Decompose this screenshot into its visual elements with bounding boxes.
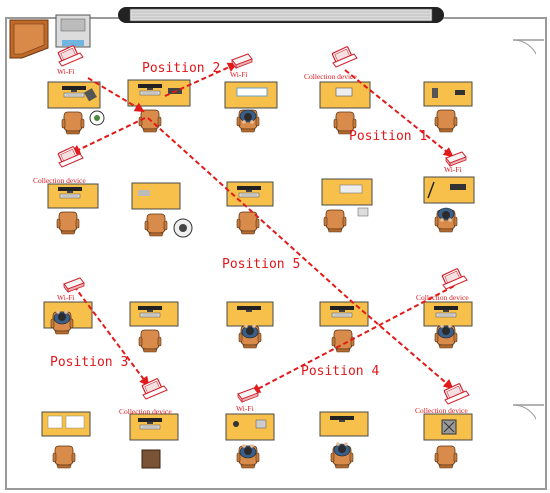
desk-r4-c4: [319, 411, 369, 469]
collection-label-5: Collection device: [415, 406, 468, 415]
desk-r3-c5: [423, 301, 473, 349]
laptop-icon: [331, 45, 358, 68]
desk-r1-c4: [319, 81, 371, 135]
printer: [55, 14, 91, 48]
collection-label-2: Collection device: [33, 176, 86, 185]
wifi-label-1: Wi-Fi: [57, 67, 75, 76]
collection-label-3: Collection device: [416, 293, 469, 302]
path-position-2c: [70, 117, 146, 155]
position-4-label: Position 4: [301, 364, 379, 379]
path-position-5b: [349, 299, 454, 390]
wifi-label-2: Wi-Fi: [230, 70, 248, 79]
laptop-icon: [441, 267, 468, 290]
desk-r3-c1: [43, 301, 93, 335]
path-position-2b: [164, 62, 238, 97]
door-bottom-gap: [536, 405, 544, 431]
position-1-label: Position 1: [349, 129, 427, 144]
wifi-label-5: Wi-Fi: [236, 404, 254, 413]
position-3-label: Position 3: [50, 355, 128, 370]
path-position-2a: [87, 77, 145, 113]
laptop-icon: [141, 377, 168, 400]
path-position-5a: [147, 117, 351, 301]
cabinet: [9, 19, 49, 59]
desk-r2-c1: [47, 183, 99, 235]
desk-r2-c4: [321, 178, 373, 233]
router-icon: [63, 277, 85, 293]
desk-r2-c3: [226, 181, 274, 235]
desk-r3-c4: [319, 301, 369, 353]
measurement-paths: [70, 62, 455, 393]
desk-r2-c2: [131, 182, 181, 237]
whiteboard: [118, 7, 444, 23]
desk-r4-c1: [41, 411, 91, 469]
person-r1-c1: [89, 110, 105, 126]
door-top-gap: [536, 40, 544, 66]
person-r2-c2: [173, 218, 193, 238]
collection-label-4: Collection device: [119, 407, 172, 416]
router-icon: [237, 387, 259, 403]
desk-r3-c2: [129, 301, 179, 353]
desk-r4-c5: [423, 413, 473, 469]
position-2-label: Position 2: [142, 61, 220, 76]
router-icon: [445, 151, 467, 167]
path-position-1: [344, 69, 454, 158]
collection-label-1: Collection device: [304, 72, 357, 81]
wifi-label-4: Wi-Fi: [57, 293, 75, 302]
laptop-icon: [443, 382, 470, 405]
path-position-4a: [250, 285, 455, 393]
laptop-icon: [57, 44, 84, 67]
desk-r1-c5: [423, 81, 473, 133]
position-5-label: Position 5: [222, 257, 300, 272]
desk-r2-c5: [423, 176, 475, 233]
desk-r4-c3: [225, 413, 275, 469]
desk-r4-c2: [129, 413, 179, 469]
desk-r1-c2: [127, 79, 191, 133]
desk-r3-c3: [226, 301, 274, 349]
router-icon: [231, 53, 253, 69]
desk-r1-c3: [224, 81, 278, 133]
desk-r1-c1: [47, 81, 101, 135]
wifi-label-3: Wi-Fi: [444, 165, 462, 174]
path-position-3: [73, 285, 150, 387]
